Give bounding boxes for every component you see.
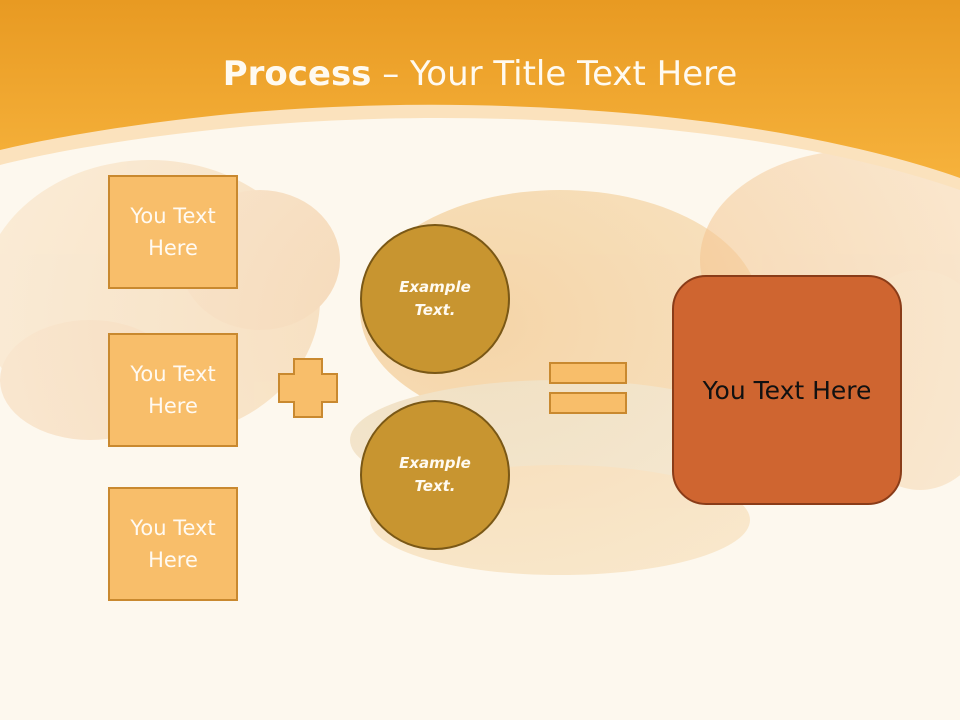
left-box-label: You Text Here [130,204,216,260]
left-box-3: You Text Here [108,487,238,601]
result-box: You Text Here [672,275,902,505]
title-rest: – Your Title Text Here [371,54,738,94]
left-box-2: You Text Here [108,333,238,447]
title-bold: Process [222,54,372,94]
left-box-label: You Text Here [130,362,216,418]
left-box-label: You Text Here [130,516,216,572]
example-circle-2: Example Text. [360,400,510,550]
result-label: You Text Here [702,375,872,405]
circle-label: Example Text. [399,278,471,319]
example-circle-1: Example Text. [360,224,510,374]
slide-title: Process – Your Title Text Here [0,52,960,96]
left-box-1: You Text Here [108,175,238,289]
circle-label: Example Text. [399,454,471,495]
